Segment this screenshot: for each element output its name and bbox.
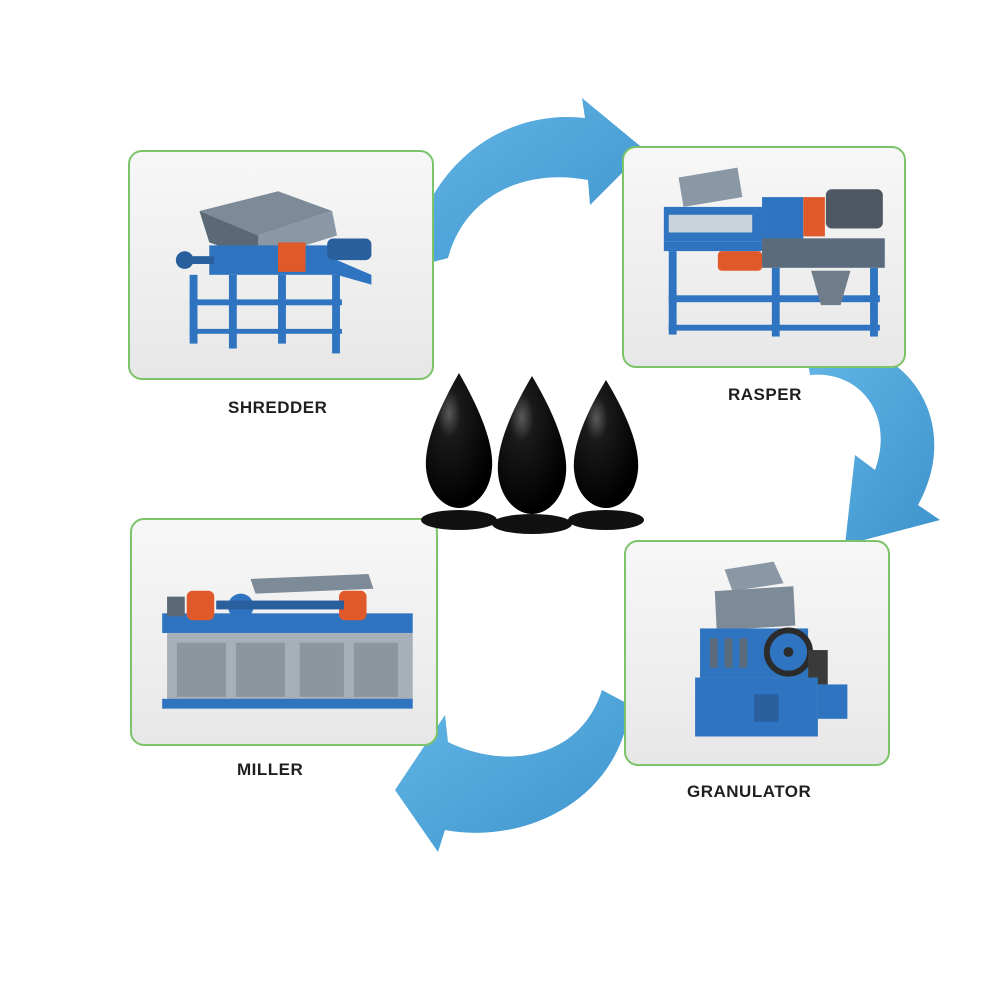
label-rasper: RASPER xyxy=(728,385,802,404)
card-granulator xyxy=(624,540,890,766)
black-powder-drops-icon xyxy=(421,373,644,534)
card-shredder xyxy=(128,150,434,380)
powder-drop xyxy=(492,376,572,534)
arrow-rasper-to-granulator xyxy=(805,343,940,545)
granulator-machine-icon xyxy=(695,561,848,737)
powder-drop xyxy=(568,380,644,530)
shredder-machine-icon xyxy=(175,191,372,354)
arrow-shredder-to-rasper xyxy=(410,98,645,268)
rasper-machine-icon xyxy=(663,167,885,337)
label-granulator: GRANULATOR xyxy=(687,782,812,801)
label-miller: MILLER xyxy=(237,760,304,779)
label-shredder: SHREDDER xyxy=(228,398,328,417)
card-miller xyxy=(130,518,438,746)
card-rasper xyxy=(622,146,906,368)
powder-drop xyxy=(421,373,497,530)
miller-machine-icon xyxy=(162,574,413,709)
